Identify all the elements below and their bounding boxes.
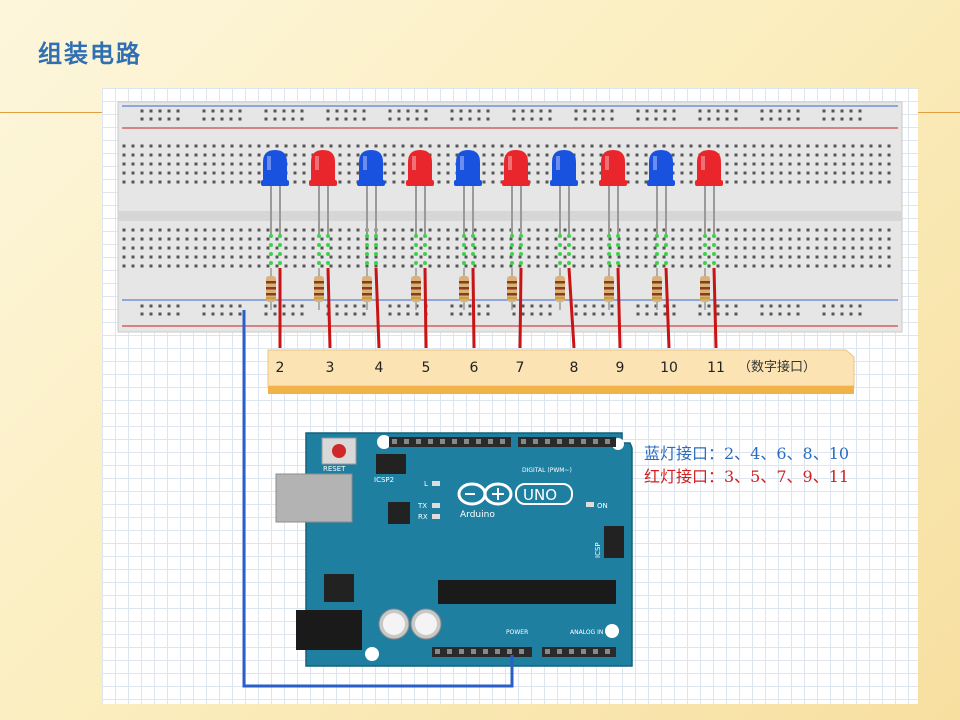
resistor-3	[362, 268, 372, 310]
signal-wire-5	[423, 267, 428, 349]
pin-label-11: 11	[707, 360, 725, 376]
resistor-7	[555, 268, 565, 310]
analog-label: ANALOG IN	[570, 629, 603, 636]
led-red-6	[502, 150, 530, 265]
signal-wire-10	[664, 267, 671, 349]
digital-label: DIGITAL (PWM~)	[522, 467, 572, 474]
pin-label-2: 2	[276, 360, 285, 376]
pin-label-9: 9	[616, 360, 625, 376]
decorative-line-left	[0, 112, 102, 113]
digital-header-left	[389, 437, 511, 447]
resistor-4	[411, 268, 421, 310]
icsp-label: ICSP	[594, 542, 602, 558]
signal-wire-4	[374, 267, 381, 349]
rx-label: RX	[418, 513, 428, 521]
resistor-9	[652, 268, 662, 310]
pin-label-8: 8	[570, 360, 579, 376]
signal-wire-3	[326, 267, 332, 349]
pin-label-4: 4	[375, 360, 384, 376]
red-led-pins: 红灯接口：3、5、7、9、11	[644, 467, 850, 486]
pin-legend: 蓝灯接口：2、4、6、8、10 红灯接口：3、5、7、9、11	[644, 442, 849, 488]
resistor-8	[604, 268, 614, 310]
signal-wire-8	[567, 267, 576, 349]
digital-pin-strip: 2 3 4 5 6 7 8 9 10 11 （数字接口）	[267, 349, 855, 394]
board-brand: Arduino	[460, 510, 495, 520]
circuit-panel: 2 3 4 5 6 7 8 9 10 11 （数字接口） RESET ICSP2	[102, 88, 918, 704]
led-blue-9	[647, 150, 675, 265]
led-blue-1	[261, 150, 289, 265]
power-label: POWER	[506, 629, 528, 636]
led-blue-5	[454, 150, 482, 265]
digital-pin-note: （数字接口）	[738, 359, 816, 375]
led-red-2	[309, 150, 337, 265]
decorative-line-right	[918, 112, 960, 113]
digital-header-right	[518, 437, 616, 447]
blue-led-pins: 蓝灯接口：2、4、6、8、10	[644, 444, 850, 463]
pin-label-7: 7	[516, 360, 525, 376]
power-jack	[296, 610, 362, 650]
tx-label: TX	[417, 502, 427, 510]
pin-label-6: 6	[470, 360, 479, 376]
resistor-2	[314, 268, 324, 310]
arduino-logo-icon	[457, 482, 513, 506]
pin-label-3: 3	[326, 360, 335, 376]
l-label: L	[424, 480, 428, 488]
pin-label-10: 10	[660, 360, 678, 376]
led-red-8	[599, 150, 627, 265]
analog-header	[542, 647, 616, 657]
resistor-5	[459, 268, 469, 310]
signal-wire-9	[616, 267, 622, 349]
resistor-10	[700, 268, 710, 310]
reset-label: RESET	[323, 465, 346, 473]
led-red-10	[695, 150, 723, 265]
led-blue-7	[550, 150, 578, 265]
slide-title: 组装电路	[38, 40, 142, 68]
led-red-4	[406, 150, 434, 265]
signal-wire-7	[518, 267, 523, 349]
icsp2-label: ICSP2	[374, 476, 394, 484]
signal-wire-11	[712, 267, 718, 349]
circuit-diagram: 2 3 4 5 6 7 8 9 10 11 （数字接口） RESET ICSP2	[117, 101, 903, 688]
on-label: ON	[597, 502, 608, 510]
resistor-1	[266, 268, 276, 310]
pin-label-5: 5	[422, 360, 431, 376]
power-header	[432, 647, 532, 657]
usb-port	[275, 473, 353, 523]
led-blue-3	[357, 150, 385, 265]
resistor-6	[507, 268, 517, 310]
signal-wire-6	[471, 267, 476, 349]
ground-wire	[242, 310, 514, 688]
board-model: UNO	[523, 486, 557, 504]
arduino-board: RESET ICSP2 DIGITAL (PWM~) L TX RX ON	[275, 432, 633, 667]
